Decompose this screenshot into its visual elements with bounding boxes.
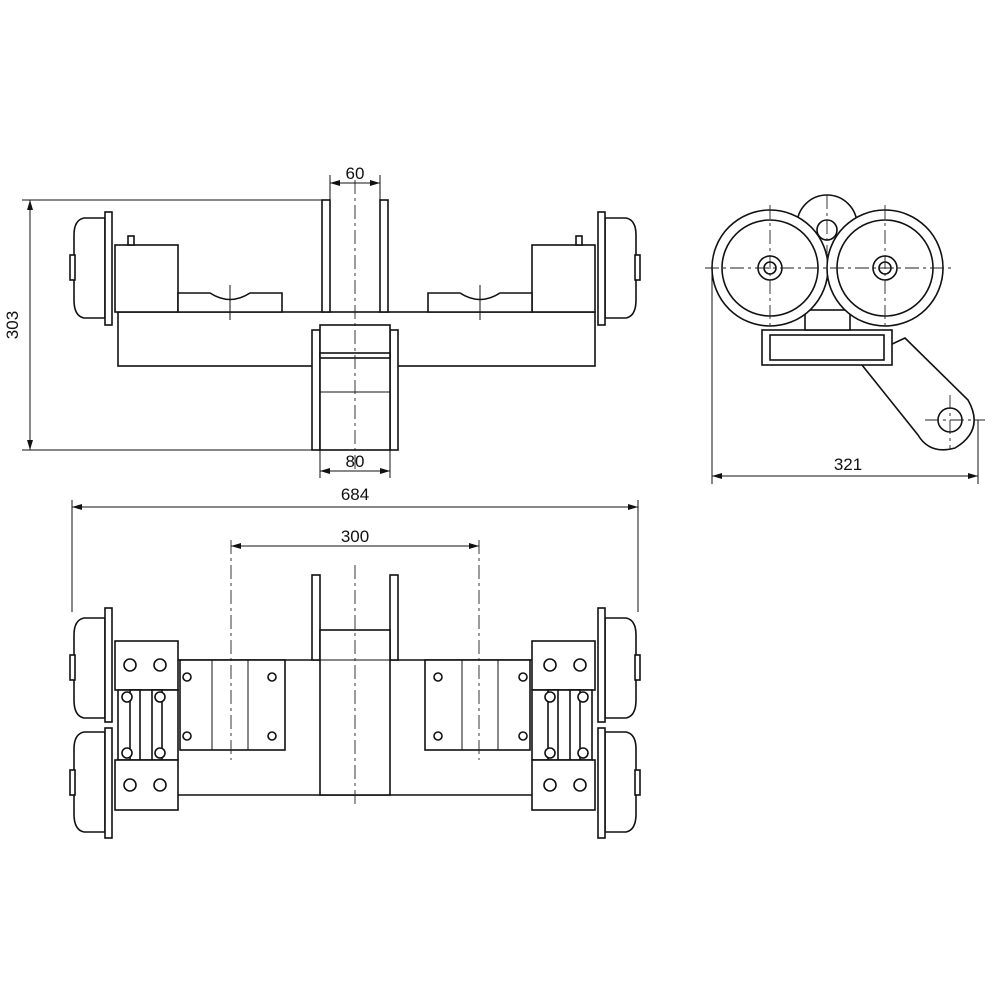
dim-bottom-bracket: 80	[346, 452, 365, 471]
dim-bolt-span: 300	[341, 527, 369, 546]
dim-top-plate: 60	[346, 164, 365, 183]
dim-overall-width: 684	[341, 485, 369, 504]
front-view: 303 60 80	[3, 164, 640, 478]
side-view: 321	[705, 194, 985, 484]
top-view: 684 300	[69, 485, 641, 839]
dim-side-width: 321	[834, 455, 862, 474]
dim-height: 303	[3, 311, 22, 339]
